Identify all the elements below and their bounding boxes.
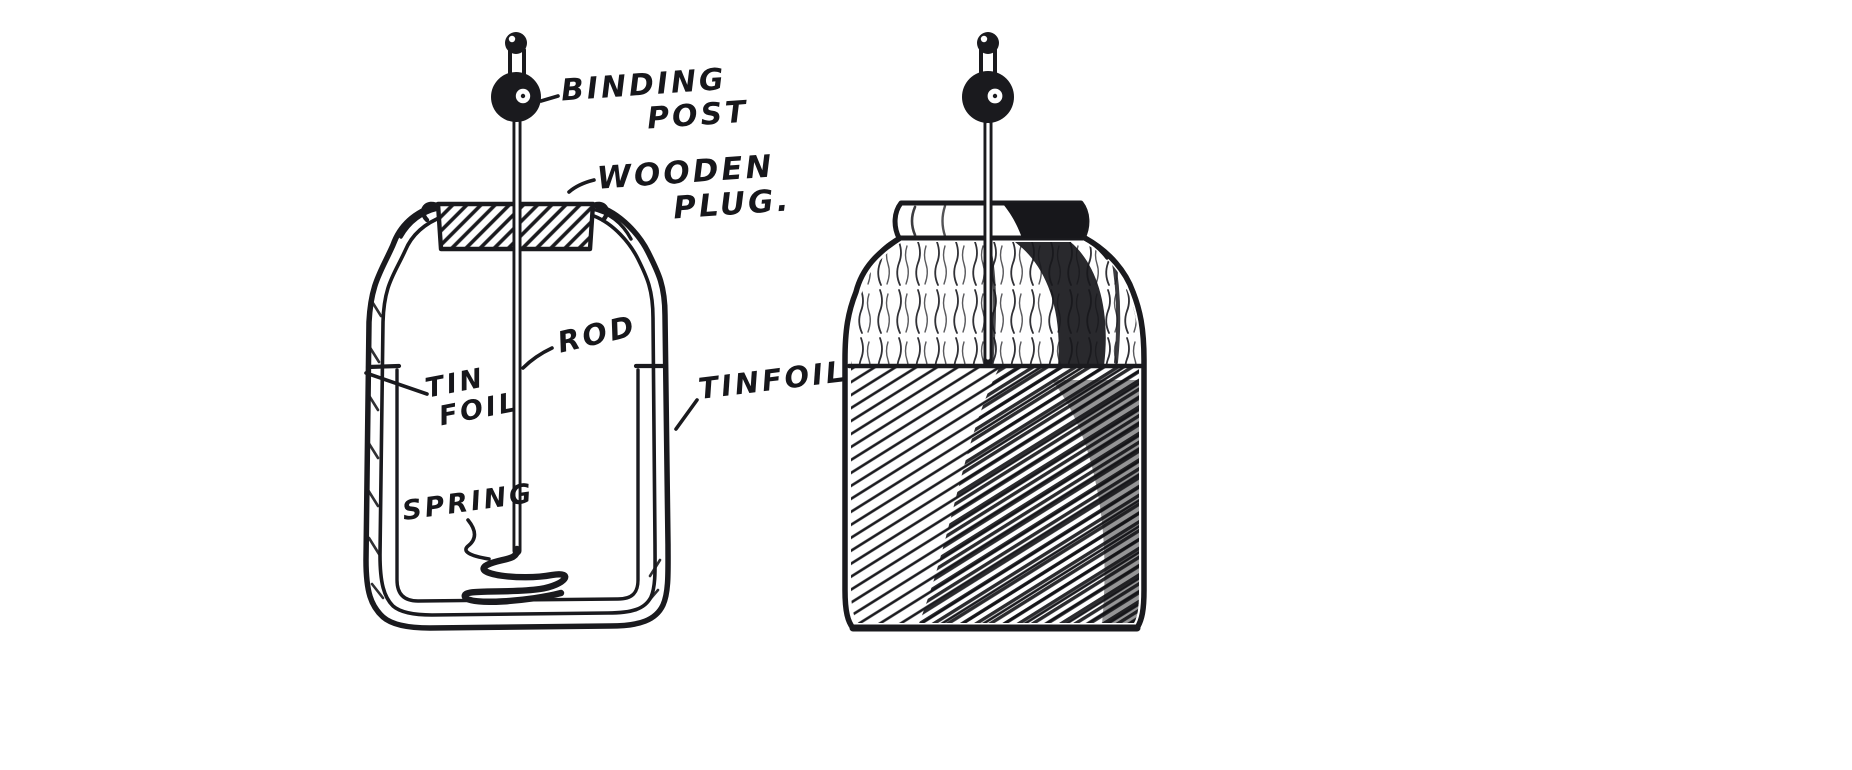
leader-line-tinfoil [674,398,699,431]
leader-line-wooden-plug [567,178,596,194]
label-binding-post: BINDING POST [560,62,750,142]
leader-line-spring [464,518,491,561]
right-jar-tinfoil-coating [851,366,1139,623]
right-jar-glass-area [851,242,1139,367]
leader-lines [364,94,699,561]
binding-post-left [491,32,541,122]
left-jar-inner-outline [378,214,657,617]
left-jar-neck-collar-right [590,207,633,241]
right-jar-external-view [842,32,1147,632]
label-binding-post-line2: POST [645,94,750,137]
right-jar-rim [873,200,1109,260]
binding-post-right [962,32,1014,123]
left-jar-cross-section [363,32,671,631]
spring [461,545,569,605]
leader-line-tin-foil [364,371,429,396]
left-jar-wall-shading [366,298,662,606]
label-wooden-plug: WOODEN PLUG. [596,148,793,231]
right-jar-glass-dark-reflection [1012,242,1106,366]
leader-line-rod [521,346,554,370]
left-jar-outer-outline [363,202,671,631]
leader-line-binding-post [539,94,560,103]
left-jar-neck-collar-left [399,207,440,239]
